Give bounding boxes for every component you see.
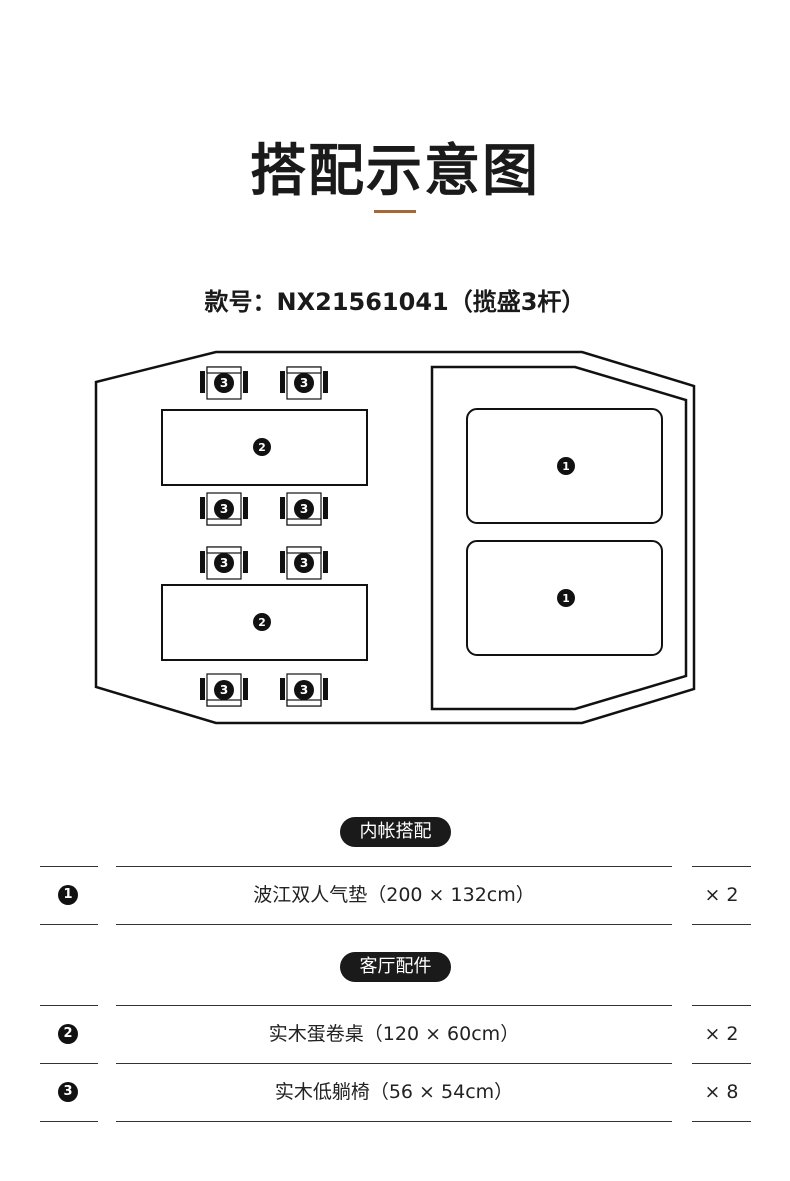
mattress-number-badge: 1 <box>557 457 575 475</box>
inner-tent <box>430 365 688 711</box>
chair-number-badge: 3 <box>294 680 314 700</box>
row-divider <box>40 866 98 867</box>
row-divider <box>692 866 751 867</box>
title-accent-line <box>374 210 416 213</box>
mattress-2 <box>466 540 663 656</box>
mattress-1 <box>466 408 663 524</box>
row-divider <box>692 1063 751 1064</box>
svg-text:3: 3 <box>300 683 308 697</box>
row-divider <box>116 866 672 867</box>
item-description: 波江双人气垫（200 × 132cm） <box>253 884 535 906</box>
svg-text:2: 2 <box>258 441 266 454</box>
svg-text:2: 2 <box>258 616 266 629</box>
accessory-row: 3 实木低躺椅（56 × 54cm） × 8 <box>40 1063 751 1121</box>
table-2 <box>161 584 368 661</box>
chair-number-badge: 3 <box>214 553 234 573</box>
page-title: 搭配示意图 <box>250 139 540 204</box>
item-number-badge: 2 <box>58 1024 78 1044</box>
table-1 <box>161 409 368 486</box>
table-number-badge: 2 <box>253 613 271 631</box>
row-divider <box>692 1005 751 1006</box>
svg-text:3: 3 <box>300 376 308 390</box>
tent-outline <box>94 350 696 725</box>
item-description: 实木蛋卷桌（120 × 60cm） <box>268 1023 520 1045</box>
layout-diagram: 3 3 3 3 3 3 3 3 2 2 1 1 <box>94 350 696 725</box>
chair: 3 <box>200 366 248 400</box>
chair: 3 <box>280 546 328 580</box>
chair: 3 <box>200 673 248 707</box>
section-title-pill: 内帐搭配 <box>340 817 451 847</box>
row-divider <box>692 1121 751 1122</box>
item-quantity: × 2 <box>704 884 739 906</box>
chair: 3 <box>200 492 248 526</box>
accessory-row: 2 实木蛋卷桌（120 × 60cm） × 2 <box>40 1005 751 1063</box>
chair-number-badge: 3 <box>294 553 314 573</box>
svg-text:3: 3 <box>220 502 228 516</box>
item-quantity: × 8 <box>704 1081 739 1103</box>
item-number-badge: 1 <box>58 885 78 905</box>
chair-number-badge: 3 <box>214 373 234 393</box>
item-description: 实木低躺椅（56 × 54cm） <box>274 1081 514 1103</box>
chair: 3 <box>200 546 248 580</box>
row-divider <box>40 1121 98 1122</box>
chair-number-badge: 3 <box>214 680 234 700</box>
row-divider <box>692 924 751 925</box>
row-divider <box>40 924 98 925</box>
svg-text:3: 3 <box>300 502 308 516</box>
chair-number-badge: 3 <box>294 373 314 393</box>
row-divider <box>116 924 672 925</box>
svg-text:3: 3 <box>300 556 308 570</box>
item-quantity: × 2 <box>704 1023 739 1045</box>
section-title-pill: 客厅配件 <box>340 952 451 982</box>
item-number-badge: 3 <box>58 1082 78 1102</box>
svg-text:1: 1 <box>562 592 570 605</box>
svg-text:3: 3 <box>220 556 228 570</box>
row-divider <box>40 1005 98 1006</box>
table-number-badge: 2 <box>253 438 271 456</box>
row-divider <box>116 1063 672 1064</box>
model-number: 款号：NX21561041（揽盛3杆） <box>204 288 586 316</box>
accessory-row: 1 波江双人气垫（200 × 132cm） × 2 <box>40 866 751 924</box>
chair-number-badge: 3 <box>294 499 314 519</box>
chair: 3 <box>280 492 328 526</box>
svg-text:3: 3 <box>220 683 228 697</box>
row-divider <box>116 1005 672 1006</box>
svg-text:3: 3 <box>220 376 228 390</box>
chair: 3 <box>280 366 328 400</box>
mattress-number-badge: 1 <box>557 589 575 607</box>
row-divider <box>116 1121 672 1122</box>
row-divider <box>40 1063 98 1064</box>
chair: 3 <box>280 673 328 707</box>
chair-number-badge: 3 <box>214 499 234 519</box>
svg-text:1: 1 <box>562 460 570 473</box>
